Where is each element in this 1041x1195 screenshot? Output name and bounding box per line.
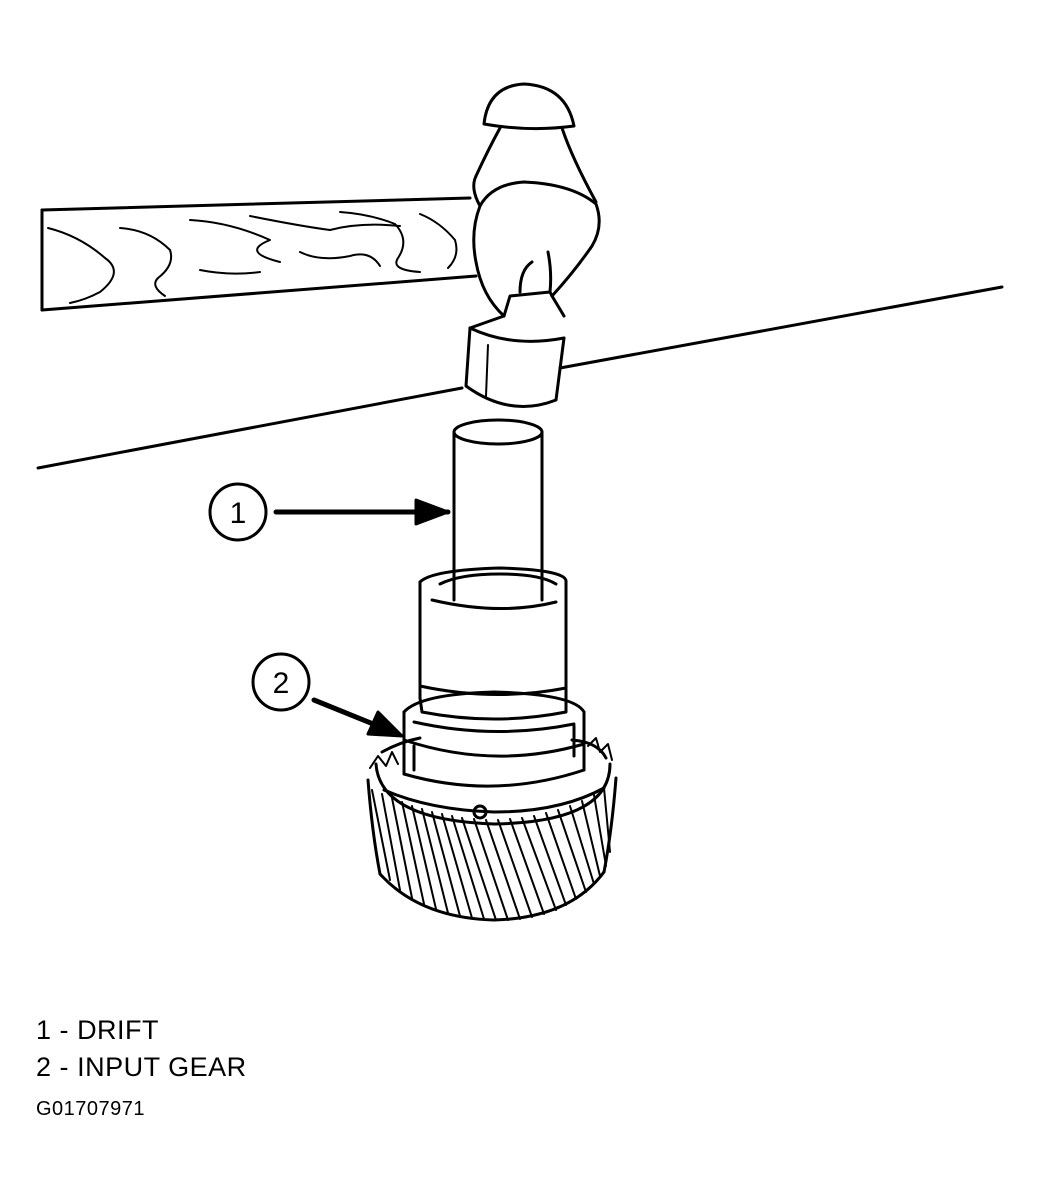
callout-2-number: 2 xyxy=(273,667,290,700)
ball-peen-hammer-head xyxy=(464,82,601,408)
callout-1-leader xyxy=(273,498,451,526)
input-gear xyxy=(366,736,618,922)
legend-item: 2 - INPUT GEAR xyxy=(36,1049,247,1086)
legend-separator: - xyxy=(59,1015,70,1045)
legend-item: 1 - DRIFT xyxy=(36,1012,247,1049)
legend-label: INPUT GEAR xyxy=(77,1052,247,1082)
callout-1-circle xyxy=(208,482,268,542)
figure-id: G01707971 xyxy=(36,1098,146,1120)
legend-label: DRIFT xyxy=(77,1015,160,1045)
work-surface-line xyxy=(36,285,1004,470)
callout-1-number: 1 xyxy=(230,497,247,530)
callout-2-circle xyxy=(251,652,311,712)
callout-2-leader xyxy=(311,697,404,738)
parts-legend: 1 - DRIFT 2 - INPUT GEAR xyxy=(36,1012,247,1086)
legend-number: 2 xyxy=(36,1052,52,1082)
service-illustration: 1 2 xyxy=(36,82,1004,922)
legend-separator: - xyxy=(59,1052,70,1082)
input-gear-shaft xyxy=(402,566,586,776)
legend-number: 1 xyxy=(36,1015,52,1045)
hammer-handle xyxy=(40,196,478,312)
